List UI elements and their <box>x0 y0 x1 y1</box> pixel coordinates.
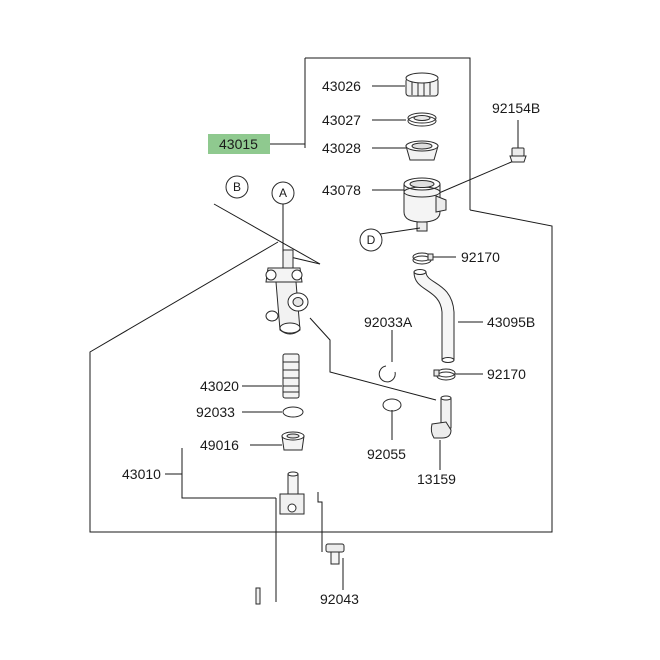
label-92033: 92033 <box>196 404 235 420</box>
callout-d-label: D <box>367 233 376 247</box>
piston-circlip-part <box>282 406 304 418</box>
callout-d: D <box>359 227 421 252</box>
hose-clamp-top-part <box>412 252 434 265</box>
hose-clamp-bottom-part <box>433 368 456 381</box>
label-43095b: 43095B <box>487 314 535 330</box>
label-43026: 43026 <box>322 78 361 94</box>
bolt-part <box>509 147 527 163</box>
label-49016: 49016 <box>200 437 239 453</box>
diaphragm-part <box>405 140 439 161</box>
label-92043: 92043 <box>320 591 359 607</box>
label-43028: 43028 <box>322 140 361 156</box>
clevis-pin-part <box>325 543 345 565</box>
callout-a: A <box>271 181 295 252</box>
reservoir-plate-part <box>407 112 437 127</box>
push-rod-part <box>279 471 305 515</box>
label-92170-bottom: 92170 <box>487 366 526 382</box>
callout-b-label: B <box>233 180 241 194</box>
cotter-pin-part <box>255 587 261 605</box>
reservoir-tank-part <box>403 177 447 232</box>
piston-part <box>282 353 300 399</box>
label-43010: 43010 <box>122 466 161 482</box>
label-43015: 43015 <box>219 136 258 152</box>
label-92154b: 92154B <box>492 100 540 116</box>
label-43027: 43027 <box>322 112 361 128</box>
label-43078: 43078 <box>322 182 361 198</box>
o-ring-part <box>382 398 402 412</box>
highlight-43015 <box>208 134 270 154</box>
part-leaders <box>242 85 519 590</box>
master-cylinder-part <box>265 249 309 335</box>
label-13159: 13159 <box>417 471 456 487</box>
label-92055: 92055 <box>367 446 406 462</box>
callout-a-label: A <box>279 186 287 200</box>
part-labels: 43026 43027 43015 43028 43078 92154B 921… <box>122 78 540 607</box>
callout-b: B <box>225 175 249 199</box>
label-43020: 43020 <box>200 378 239 394</box>
label-92033a: 92033A <box>364 314 413 330</box>
dust-seal-part <box>281 431 305 451</box>
circlip-part <box>378 365 396 383</box>
assembly-frame <box>89 57 553 602</box>
reservoir-hose-part <box>413 269 455 363</box>
label-92170-top: 92170 <box>461 249 500 265</box>
reservoir-cap-part <box>405 72 439 97</box>
hose-fitting-part <box>430 395 452 439</box>
